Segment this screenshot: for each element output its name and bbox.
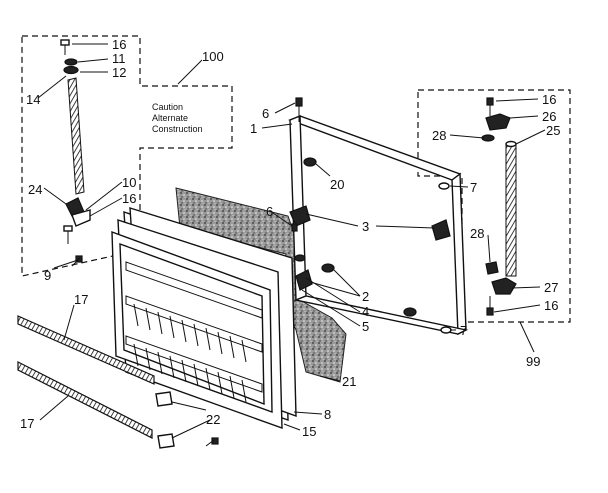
callout-22: 22 [206,412,220,427]
end-cap-upper [155,391,173,407]
callout-24: 24 [28,182,42,197]
callout-2: 2 [362,289,369,304]
callout-27: 27 [544,280,558,295]
callout-99: 99 [526,354,540,369]
callout-8: 8 [324,407,331,422]
callout-17-lower: 17 [20,416,34,431]
note-line-2: Alternate [152,113,188,123]
callout-21: 21 [342,374,356,389]
callout-28-top: 28 [432,128,446,143]
door-stop-bar-25 [505,143,517,277]
shelf-ribs [133,303,247,403]
door-frame [288,114,469,336]
callout-12: 12 [112,65,126,80]
note-line-1: Caution [152,102,183,112]
handle-strip-lower [17,361,153,439]
callout-25: 25 [546,123,560,138]
callout-16-mid-left: 16 [122,191,136,206]
callout-1: 1 [250,121,257,136]
callout-100: 100 [202,49,224,64]
alternate-door-stop-assembly [60,39,91,244]
callout-7-bottom: 7 [460,323,467,338]
door-liner [111,230,273,414]
callout-15: 15 [302,424,316,439]
callout-3: 3 [362,219,369,234]
callout-17-upper: 17 [74,292,88,307]
callout-14: 14 [26,92,40,107]
callout-11: 11 [112,51,126,66]
callout-28-bottom: 28 [470,226,484,241]
door-stop-kit [481,97,517,316]
callout-7-top: 7 [470,180,477,195]
leader-lines [37,43,546,439]
end-cap-lower [157,433,175,449]
callout-6-top: 6 [262,106,269,121]
door-handle-strips [17,315,175,449]
door-stop-bar [67,77,85,195]
callout-26: 26 [542,109,556,124]
callout-16-top-left: 16 [112,37,126,52]
callout-16-top-right: 16 [542,92,556,107]
callout-16-bottom-right: 16 [544,298,558,313]
callout-9: 9 [44,268,51,283]
callout-5: 5 [362,319,369,334]
callout-4: 4 [362,304,369,319]
caution-note: Caution Alternate Construction [152,102,203,134]
note-line-3: Construction [152,124,203,134]
callout-10: 10 [122,175,136,190]
callout-6-mid: 6 [266,204,273,219]
screws [71,97,303,447]
callout-labels: 16 11 12 14 100 6 1 20 16 26 28 25 7 24 … [20,37,560,439]
callout-20: 20 [330,177,344,192]
handle-strip-upper [17,315,155,385]
alternate-construction-group-box [21,35,233,277]
